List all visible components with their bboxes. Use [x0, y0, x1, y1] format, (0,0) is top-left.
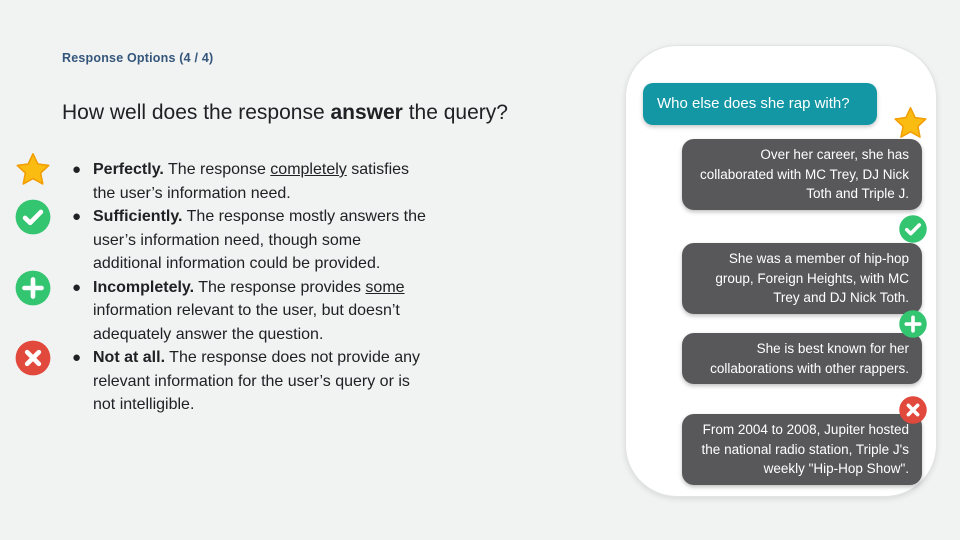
- response-row-check: She was a member of hip-hop group, Forei…: [682, 215, 927, 314]
- response-bubble: She was a member of hip-hop group, Forei…: [682, 243, 922, 314]
- option-not-at-all: ● Not at all. The response does not prov…: [14, 340, 429, 417]
- response-bubble: She is best known for her collaborations…: [682, 333, 922, 384]
- cross-icon: [898, 395, 928, 425]
- page-title: How well does the response answer the qu…: [62, 101, 508, 124]
- option-text: Perfectly. The response completely satis…: [93, 161, 410, 202]
- bullet-marker: ●: [72, 278, 82, 296]
- response-row-cross: From 2004 to 2008, Jupiter hosted the na…: [682, 396, 927, 485]
- response-bubble: From 2004 to 2008, Jupiter hosted the na…: [682, 414, 922, 485]
- option-perfectly: ● Perfectly. The response completely sat…: [14, 153, 429, 205]
- response-bubble: Over her career, she has collaborated wi…: [682, 139, 922, 210]
- option-text: Sufficiently. The response mostly answer…: [93, 208, 426, 272]
- cross-icon: [14, 339, 52, 377]
- option-sufficiently: ● Sufficiently. The response mostly answ…: [14, 199, 429, 276]
- star-icon: [14, 151, 52, 189]
- star-icon: [892, 105, 929, 142]
- option-incompletely: ● Incompletely. The response provides so…: [14, 270, 429, 347]
- bullet-marker: ●: [72, 161, 82, 178]
- response-row-star: Over her career, she has collaborated wi…: [682, 107, 927, 210]
- response-row-plus: She is best known for her collaborations…: [682, 310, 927, 384]
- plus-icon: [898, 309, 928, 339]
- option-text: Incompletely. The response provides some…: [93, 278, 405, 343]
- user-query-bubble: Who else does she rap with?: [643, 83, 877, 125]
- plus-icon: [14, 269, 52, 307]
- check-icon: [14, 198, 52, 236]
- option-text: Not at all. The response does not provid…: [93, 349, 420, 413]
- response-options-list: ● Perfectly. The response completely sat…: [14, 153, 444, 417]
- slide-section-label: Response Options (4 / 4): [62, 51, 214, 65]
- check-icon: [898, 214, 928, 244]
- bullet-marker: ●: [72, 349, 82, 366]
- bullet-marker: ●: [72, 208, 82, 225]
- phone-mockup: Who else does she rap with? Over her car…: [625, 45, 937, 497]
